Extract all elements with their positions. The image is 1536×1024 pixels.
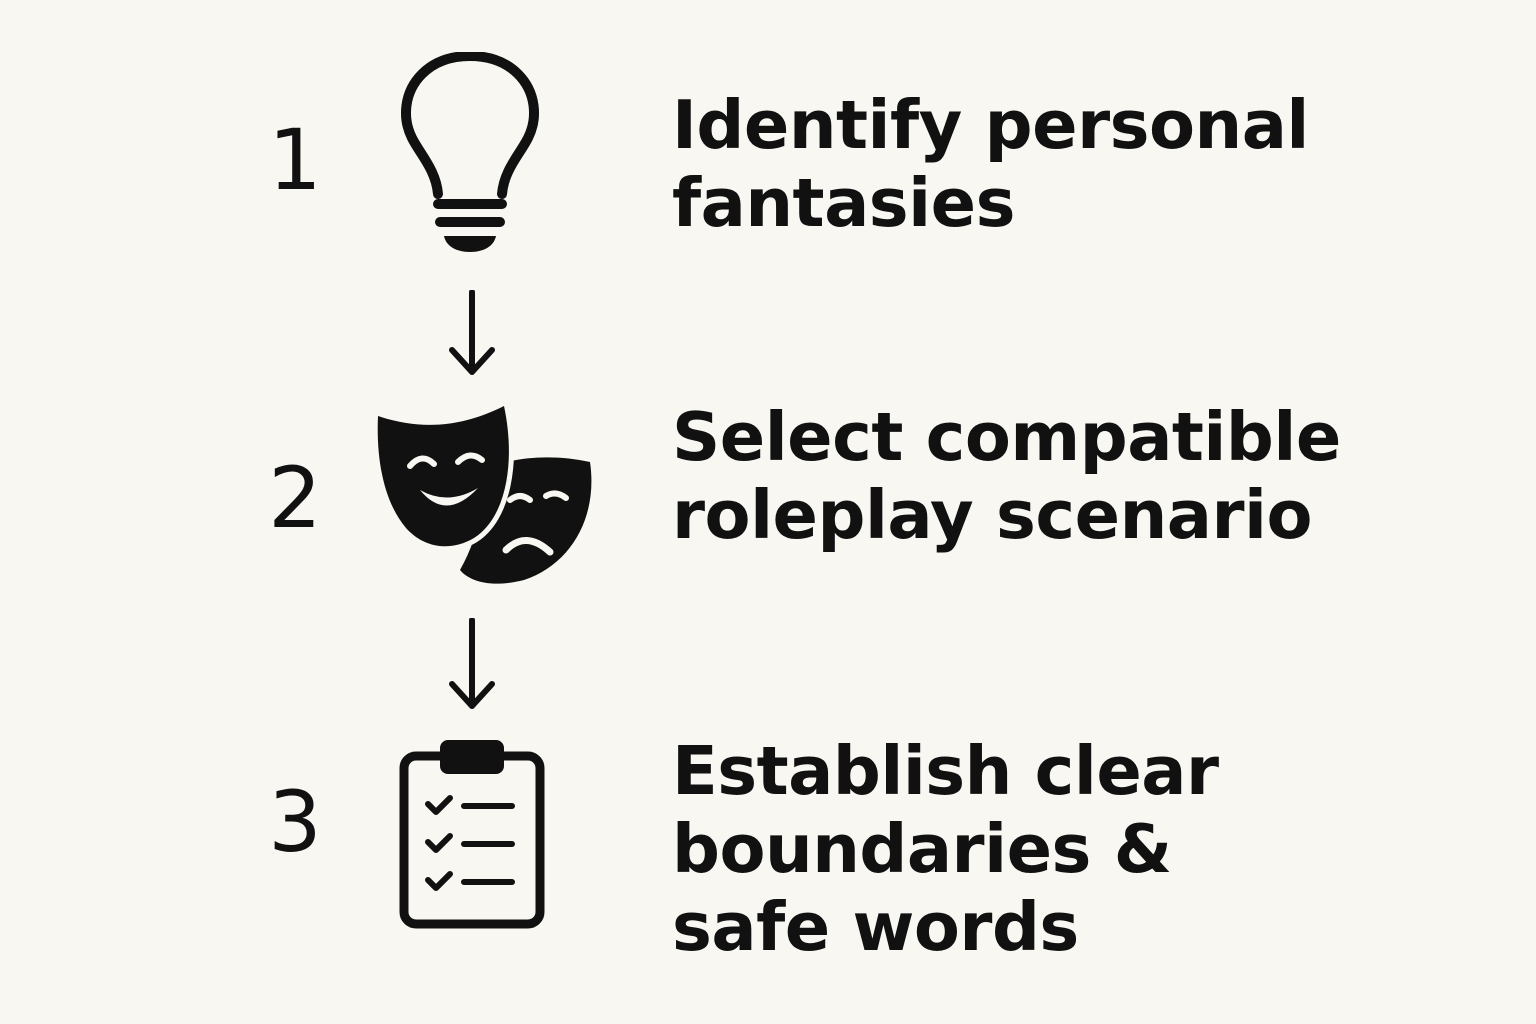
lightbulb-icon [401, 52, 539, 252]
step-number: 2 [268, 449, 322, 547]
step-text: Establish clear boundaries & safe words [672, 732, 1512, 966]
clipboard-checklist-icon [399, 740, 545, 929]
step-text-line: Select compatible [672, 398, 1341, 476]
step-text-line: safe words [672, 888, 1079, 966]
step-text-line: Identify personal [672, 86, 1309, 164]
step-text-line: roleplay scenario [672, 476, 1313, 554]
down-arrow-icon [449, 290, 495, 375]
step-text-line: Establish clear [672, 732, 1219, 810]
step-text-line: fantasies [672, 164, 1015, 242]
theater-masks-icon [374, 401, 592, 584]
step-text: Identify personal fantasies [672, 86, 1512, 242]
step-number: 3 [268, 773, 322, 871]
step-number: 1 [268, 111, 322, 209]
down-arrow-icon [449, 618, 495, 709]
step-text: Select compatible roleplay scenario [672, 398, 1512, 554]
step-text-line: boundaries & [672, 810, 1172, 888]
